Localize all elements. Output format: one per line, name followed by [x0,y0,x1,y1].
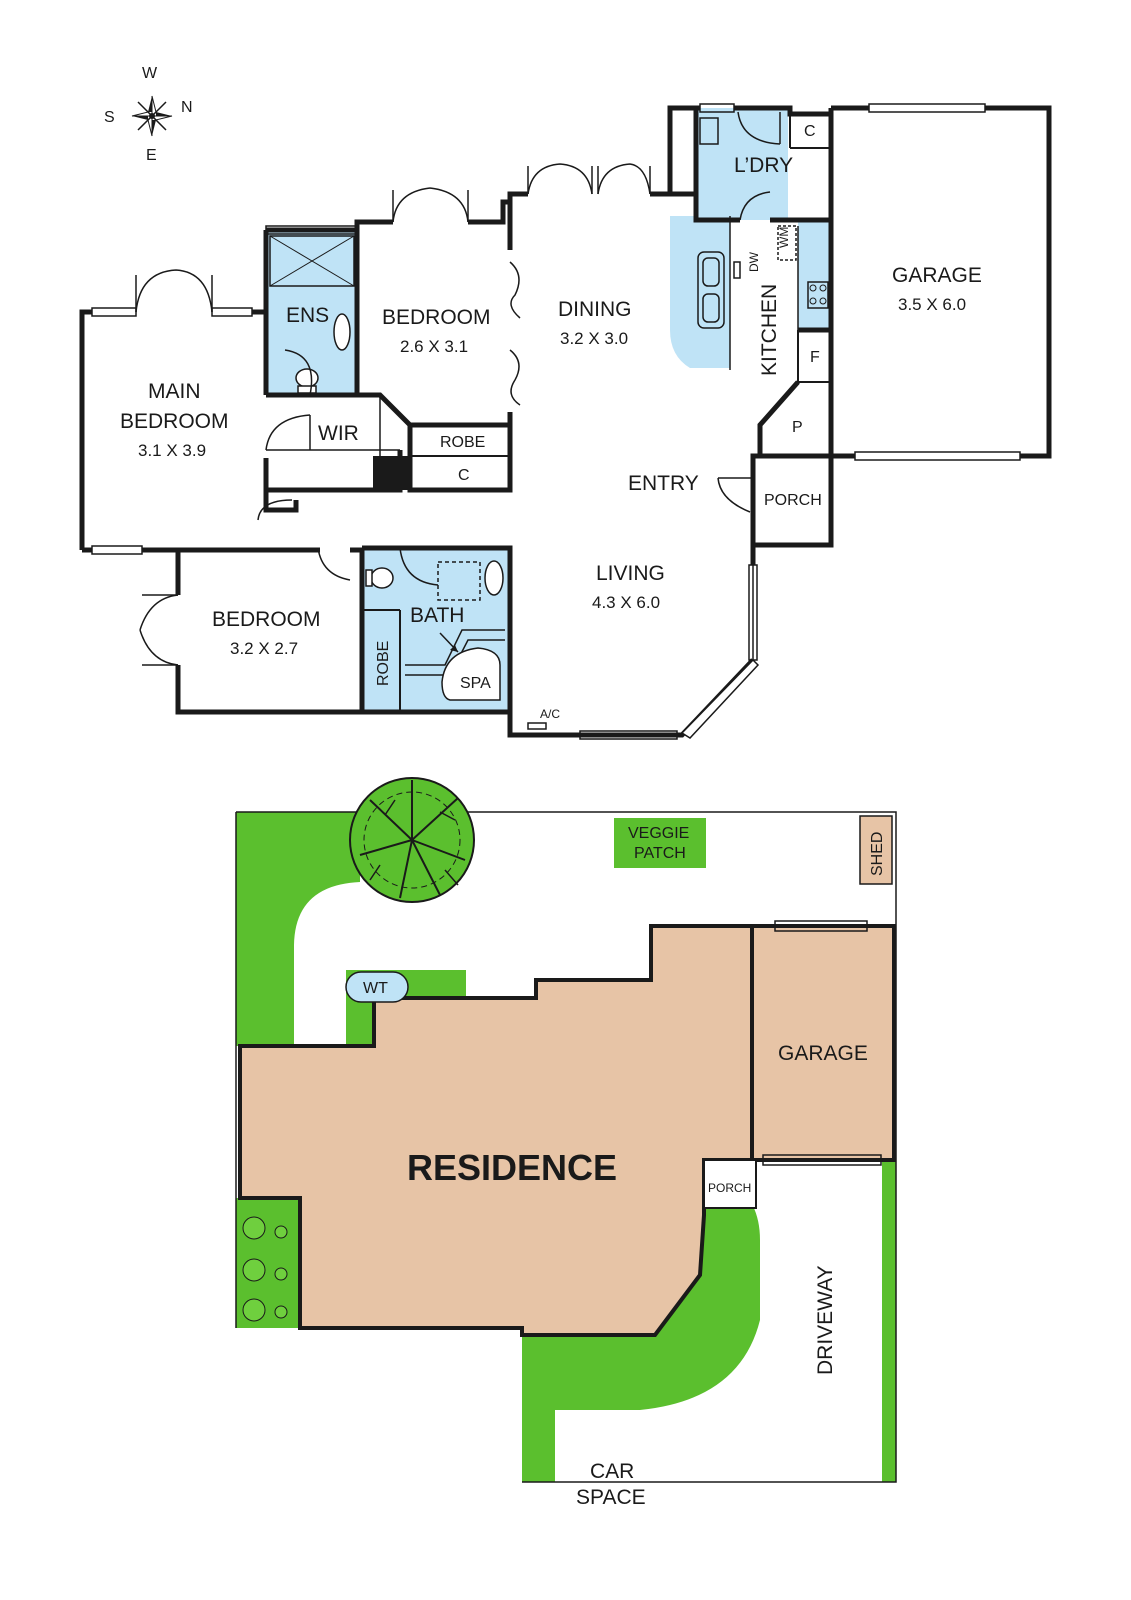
porch-label: PORCH [764,492,822,509]
site-garage [750,924,896,1162]
main-bedroom-label-2: BEDROOM [120,410,229,433]
veggie-label-2: PATCH [634,845,686,862]
kitchen-bench-right [798,220,831,330]
site-garage-label: GARAGE [778,1042,868,1065]
car-space-label-1: CAR [590,1460,634,1483]
right-grass-strip [882,1160,896,1482]
veggie-label-1: VEGGIE [628,825,689,842]
kitchen-dw-label: DW [747,251,761,272]
laundry-floor [696,108,788,220]
spa-label: SPA [460,675,491,692]
hall-cupboard-label: C [458,467,470,484]
wet-areas [266,108,831,710]
veggie-patch [614,818,706,868]
compass-s: S [104,109,115,126]
garage-label: GARAGE [892,264,982,287]
dining-size: 3.2 X 3.0 [560,329,628,348]
water-tank [345,971,409,1003]
kitchen-label: KITCHEN [758,284,781,376]
car-space-label-2: SPACE [576,1486,646,1509]
water-tank-label: WT [363,980,388,997]
site-porch [703,1159,757,1209]
pantry-label: P [792,419,803,436]
ac-label: A/C [540,707,560,721]
bedroom3-size: 3.2 X 2.7 [230,639,298,658]
shed-label: SHED [869,832,886,876]
kitchen-wm-label: WM [777,227,791,248]
left-grass [236,812,360,1046]
living-label: LIVING [596,562,665,585]
entry-label: ENTRY [628,472,699,495]
compass-w: W [142,65,158,82]
living-size: 4.3 X 6.0 [592,593,660,612]
bedroom2-size: 2.6 X 3.1 [400,337,468,356]
bedroom2-label: BEDROOM [382,306,491,329]
main-bedroom-size: 3.1 X 3.9 [138,441,206,460]
shrub-icons [242,1216,288,1322]
compass-rose: W E S N [104,65,193,164]
ensuite-label: ENS [286,304,329,327]
site-plan: RESIDENCE GARAGE PORCH DRIVEWAY CAR SPAC… [235,777,897,1509]
bedroom3-label: BEDROOM [212,608,321,631]
laundry-label: L’DRY [734,154,793,177]
garage-room: GARAGE 3.5 X 6.0 [831,103,1052,461]
robe-top-label: ROBE [440,434,485,451]
wir-label: WIR [318,422,359,445]
residence-label: RESIDENCE [407,1147,617,1188]
driveway-label: DRIVEWAY [814,1265,837,1375]
bath-label: BATH [410,604,464,627]
laundry-cupboard-label: C [804,123,816,140]
fridge-label: F [810,349,820,366]
robe-side-label: ROBE [375,641,392,686]
compass-n: N [181,99,193,116]
tree-icon [349,777,475,903]
garage-size: 3.5 X 6.0 [898,295,966,314]
room-labels: MAIN BEDROOM 3.1 X 3.9 ENS WIR BEDROOM 2… [120,123,822,721]
site-shed [859,815,893,885]
dining-label: DINING [558,298,632,321]
interior-walls [178,108,831,712]
site-porch-label: PORCH [708,1181,751,1195]
residence-footprint [238,924,754,1337]
kitchen-island [670,216,730,368]
main-bedroom-label-1: MAIN [148,380,201,403]
compass-e: E [146,147,157,164]
